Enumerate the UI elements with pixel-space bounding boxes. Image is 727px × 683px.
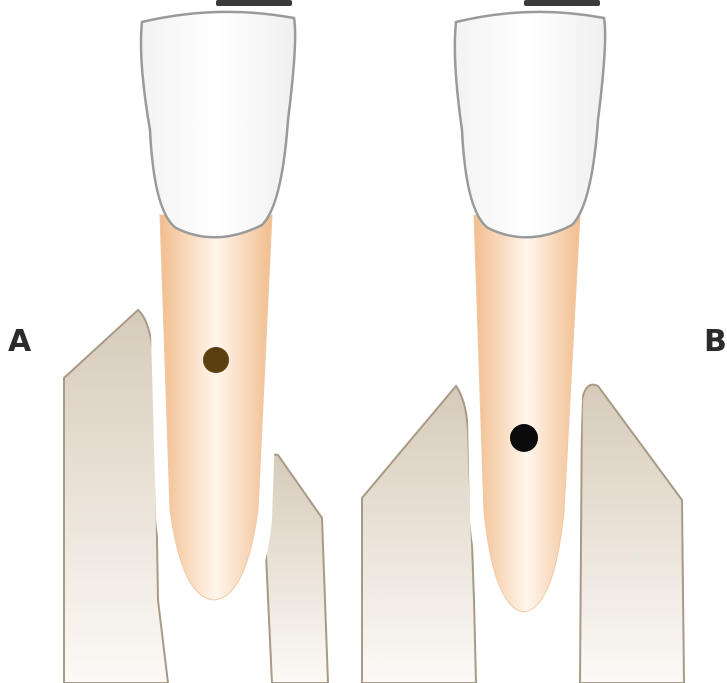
marker-dot-a xyxy=(203,347,229,373)
marker-dot-b xyxy=(510,424,538,452)
crown-a xyxy=(141,12,295,237)
crown-edge-a xyxy=(216,0,292,6)
crown-edge-b xyxy=(524,0,600,6)
panel-b xyxy=(362,0,684,683)
panel-label-a: A xyxy=(8,327,31,357)
bone-right-b xyxy=(580,385,684,683)
crown-b xyxy=(455,12,605,237)
panel-a xyxy=(64,0,328,683)
bone-left-b xyxy=(362,386,476,683)
panel-label-b: B xyxy=(704,327,727,357)
